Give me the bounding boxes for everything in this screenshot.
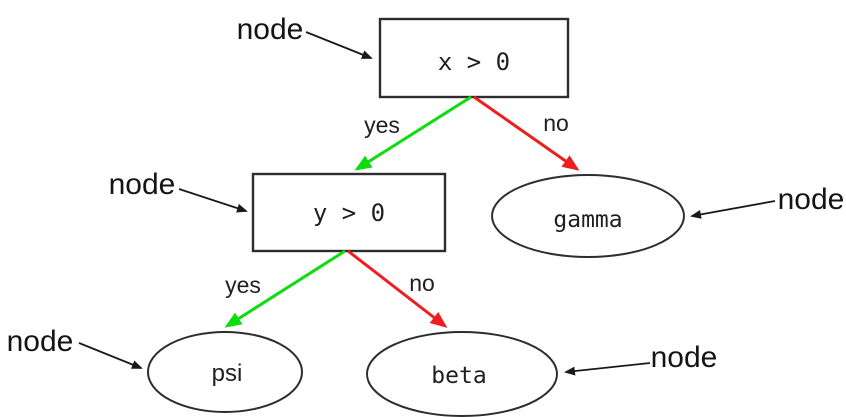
callout-arrow-ytest [178, 188, 248, 213]
node-gamma-ellipse [491, 174, 685, 258]
callout-arrow-root [305, 31, 373, 59]
edge-ytest-yes [224, 249, 346, 328]
callout-label-ytest: node [109, 168, 176, 201]
edge-label-yes-2: yes [225, 272, 261, 298]
node-gamma-label: gamma [553, 207, 622, 233]
callout-label-root: node [237, 13, 304, 46]
callout-label-gamma: node [778, 183, 845, 216]
callout-label-psi: node [7, 325, 74, 358]
callout-label-beta: node [651, 341, 718, 374]
edge-ytest-no [347, 249, 448, 328]
callout-arrow-beta [564, 362, 651, 376]
callout-arrow-gamma [690, 200, 776, 219]
callout-arrow-psi [78, 342, 143, 369]
node-ytest-rect [251, 172, 447, 253]
edge-root-no [473, 95, 580, 171]
edge-label-no-2: no [409, 270, 435, 296]
node-root-label: x > 0 [438, 48, 510, 76]
node-beta-ellipse [366, 331, 558, 417]
node-ytest-label: y > 0 [313, 199, 385, 227]
node-psi-label: psi [212, 360, 243, 387]
node-root-rect [378, 17, 570, 99]
node-beta-label: beta [431, 363, 486, 389]
edge-label-yes-1: yes [364, 112, 400, 138]
edge-root-yes [354, 95, 472, 171]
edge-label-no-1: no [543, 110, 569, 136]
node-psi-ellipse [147, 331, 303, 413]
